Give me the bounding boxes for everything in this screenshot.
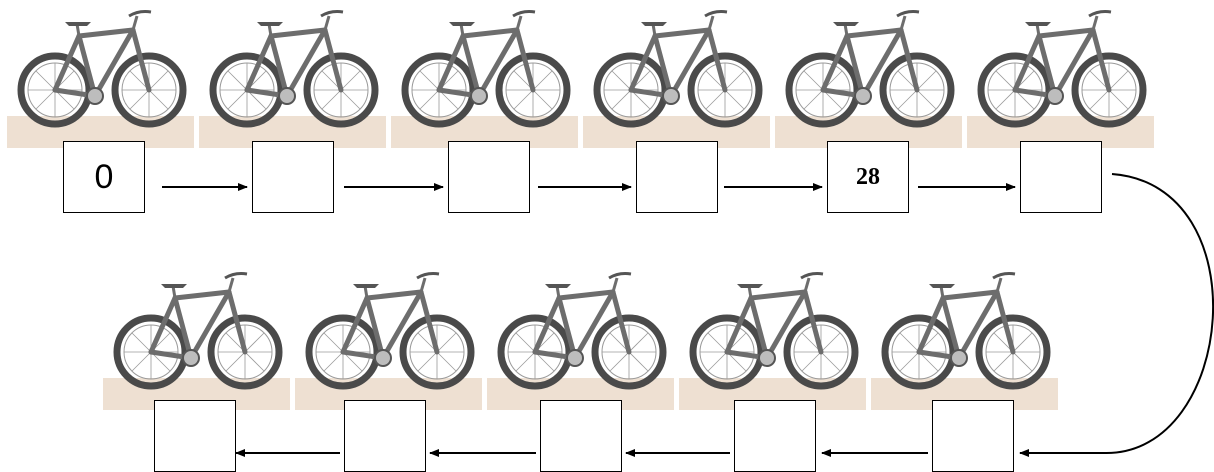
bicycle-icon [881,270,1051,395]
bicycle-icon [17,8,187,133]
answer-box[interactable] [636,141,718,213]
answer-box[interactable] [344,400,426,472]
bicycle-icon [113,270,283,395]
curved-connector-icon [1104,173,1214,455]
bicycle-tile [871,262,1058,410]
answer-box[interactable] [540,400,622,472]
answer-box[interactable] [734,400,816,472]
bicycle-tile [775,0,962,148]
answer-box[interactable]: 28 [827,141,909,213]
answer-box[interactable] [154,400,236,472]
answer-box[interactable] [1020,141,1102,213]
bicycle-tile [583,0,770,148]
bicycle-icon [593,8,763,133]
bicycle-icon [401,8,571,133]
answer-box[interactable] [252,141,334,213]
bicycle-tile [967,0,1154,148]
bicycle-tile [199,0,386,148]
bicycle-icon [977,8,1147,133]
answer-box[interactable]: 0 [63,141,145,213]
bicycle-tile [391,0,578,148]
bicycle-icon [209,8,379,133]
bicycle-icon [305,270,475,395]
bicycle-tile [295,262,482,410]
bicycle-tile [679,262,866,410]
bicycle-icon [689,270,859,395]
bicycle-tile [487,262,674,410]
bicycle-tile [7,0,194,148]
bicycle-icon [785,8,955,133]
answer-box[interactable] [448,141,530,213]
bicycle-tile [103,262,290,410]
bicycle-icon [497,270,667,395]
answer-box[interactable] [932,400,1014,472]
